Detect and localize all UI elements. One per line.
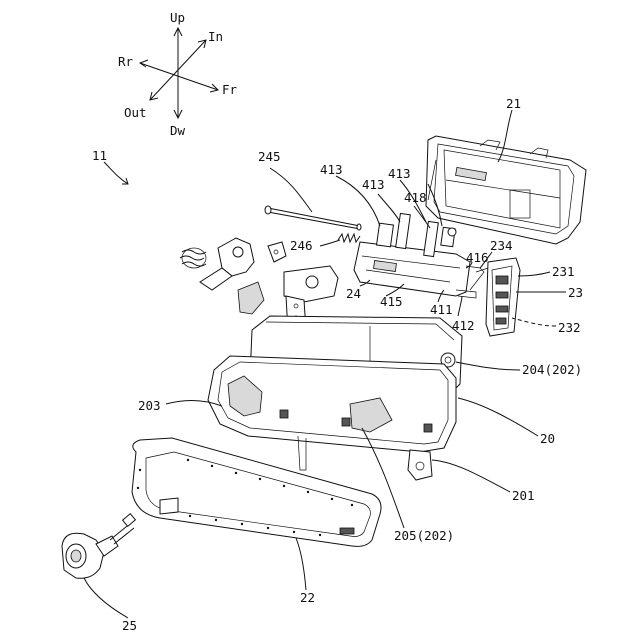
label-413-b: 413 [362, 177, 385, 192]
label-245: 245 [258, 149, 281, 164]
label-246: 246 [290, 238, 313, 253]
part-small-clip [268, 242, 286, 262]
label-24: 24 [346, 286, 361, 301]
dir-dw-label: Dw [170, 123, 186, 138]
part-20-handle-body [208, 316, 462, 480]
direction-compass [140, 28, 218, 118]
label-20: 20 [540, 431, 555, 446]
label-413-c: 413 [388, 166, 411, 181]
dir-rr-label: Rr [118, 54, 134, 69]
label-23: 23 [568, 285, 583, 300]
label-416: 416 [466, 250, 489, 265]
label-25: 25 [122, 618, 137, 633]
label-22: 22 [300, 590, 315, 605]
part-246-spring [338, 234, 360, 242]
label-205: 205(202) [394, 528, 454, 543]
part-25-key-cylinder [62, 514, 135, 579]
label-203: 203 [138, 398, 161, 413]
figure-ref-label: 11 [92, 148, 107, 163]
dir-up-label: Up [170, 10, 185, 25]
label-415: 415 [380, 294, 403, 309]
part-coil-spring [180, 248, 206, 268]
dir-fr-label: Fr [222, 82, 238, 97]
label-411: 411 [430, 302, 453, 317]
figure-ref-leader [104, 162, 128, 184]
part-245-pin [265, 206, 361, 230]
part-41-mechanism [354, 213, 484, 298]
label-232: 232 [558, 320, 581, 335]
part-23-switch [476, 258, 520, 336]
label-413-a: 413 [320, 162, 343, 177]
label-412: 412 [452, 318, 475, 333]
label-234: 234 [490, 238, 513, 253]
part-22-bezel [132, 438, 381, 546]
dir-in-label: In [208, 29, 223, 44]
dir-out-label: Out [124, 105, 147, 120]
label-204: 204(202) [522, 362, 582, 377]
label-201: 201 [512, 488, 535, 503]
label-418: 418 [404, 190, 427, 205]
label-21: 21 [506, 96, 521, 111]
label-231: 231 [552, 264, 575, 279]
part-lever [200, 238, 264, 314]
